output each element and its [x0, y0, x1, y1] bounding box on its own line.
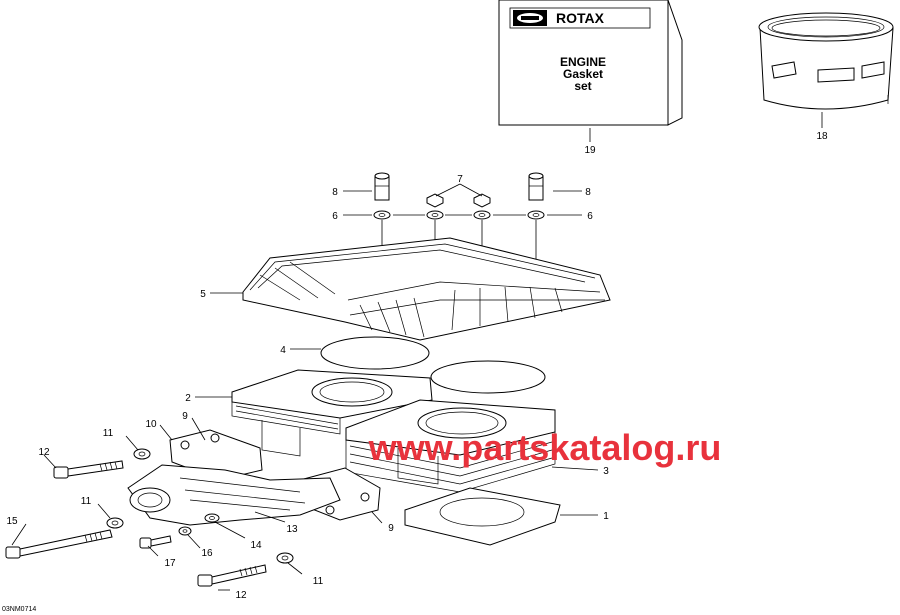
washers-11 [106, 448, 294, 564]
stud-nut-right [528, 172, 544, 201]
callout-2: 2 [185, 393, 191, 404]
rotax-logo-icon [513, 10, 547, 26]
callout-9-lower: 9 [388, 523, 394, 534]
callout-8-left: 8 [332, 187, 338, 198]
bolt-15 [5, 529, 113, 559]
callout-9-upper: 9 [182, 411, 188, 422]
cylinder-sleeve [758, 12, 894, 110]
bolt-17 [139, 535, 172, 549]
drawing-code: 03NM0714 [2, 606, 36, 613]
callout-10: 10 [145, 419, 157, 430]
callout-8-right: 8 [585, 187, 591, 198]
callout-4: 4 [280, 345, 286, 356]
head-gaskets [320, 336, 546, 394]
hex-nut-pair [426, 193, 491, 208]
callout-16: 16 [201, 548, 213, 559]
brand-name: ROTAX [556, 10, 605, 26]
callout-12-lower: 12 [235, 590, 247, 601]
callout-5: 5 [200, 289, 206, 300]
box-title-line-3: set [574, 79, 591, 93]
gasket-set-box: ROTAX ENGINE Gasket set [498, 0, 683, 126]
box-title-line-2: Gasket [563, 67, 603, 81]
callout-11-middle: 11 [81, 496, 92, 507]
cylinder-block [231, 369, 556, 493]
callout-18: 18 [816, 131, 828, 142]
callout-1: 1 [603, 511, 609, 522]
callout-17: 17 [164, 558, 176, 569]
base-gasket [404, 487, 561, 546]
callout-labels: 19 18 8 8 7 6 6 5 4 2 3 1 9 9 10 11 11 1… [6, 131, 828, 601]
callout-19: 19 [584, 145, 596, 156]
washer-14 [204, 513, 220, 523]
washer-16 [178, 526, 192, 536]
callout-3: 3 [603, 466, 609, 477]
callout-7: 7 [457, 174, 463, 185]
stud-nut-left [374, 172, 390, 201]
flat-washers [373, 210, 545, 220]
callout-15: 15 [6, 516, 18, 527]
callout-12-upper: 12 [38, 447, 50, 458]
exhaust-manifold [127, 429, 381, 526]
bolt-12-upper [53, 460, 124, 479]
callout-11-lower: 11 [313, 576, 324, 587]
leader-lines [11, 112, 823, 591]
callout-6-right: 6 [587, 211, 593, 222]
callout-13: 13 [286, 524, 298, 535]
callout-6-left: 6 [332, 211, 338, 222]
callout-14: 14 [250, 540, 262, 551]
bolt-12-lower [197, 564, 267, 587]
box-title-line-1: ENGINE [560, 55, 606, 69]
watermark-text: www.partskatalog.ru [368, 427, 722, 468]
callout-11-upper: 11 [103, 428, 114, 439]
cylinder-head [242, 237, 611, 341]
